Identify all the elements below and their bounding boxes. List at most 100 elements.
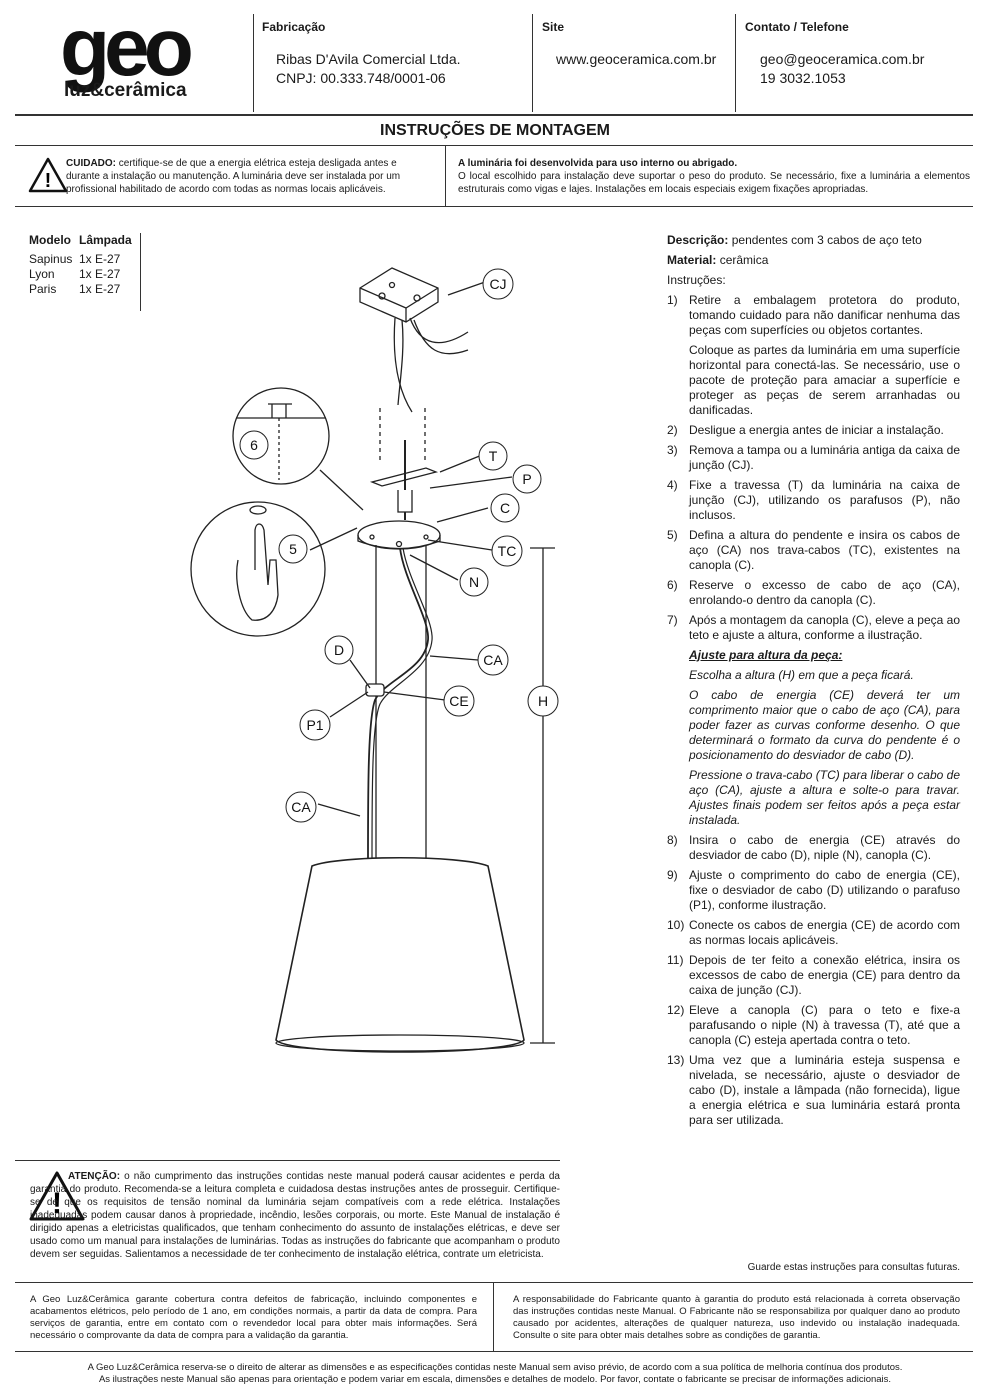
list-item: 9) Ajuste o comprimento do cabo de energi… — [667, 868, 960, 913]
list-item: 2) Desligue a energia antes de iniciar a … — [667, 423, 960, 438]
step-text: Conecte os cabos de energia (CE) de acor… — [689, 918, 960, 947]
lamp-column-header: Lâmpada — [79, 233, 132, 247]
label-d: D — [334, 642, 344, 658]
step-text: Uma vez que a luminária esteja suspensa … — [689, 1053, 960, 1127]
lamp-spec: 1x E-27 — [79, 282, 121, 296]
model-name: Sapinus — [29, 252, 73, 266]
label-t: T — [489, 448, 498, 464]
material-line: Material: cerâmica — [667, 253, 960, 268]
step-text: Ajuste o comprimento do cabo de energia … — [689, 868, 960, 912]
warning-body: o não cumprimento das instruções contida… — [30, 1171, 560, 1260]
step-number: 1) — [667, 293, 678, 307]
svg-text:!: ! — [52, 1187, 62, 1220]
step-number: 8) — [667, 833, 678, 847]
warranty-right: A responsabilidade do Fabricante quanto … — [513, 1294, 960, 1341]
step-number: 5) — [667, 528, 678, 542]
list-item: 3) Remova a tampa ou a luminária antiga d… — [667, 443, 960, 473]
label-ce: CE — [449, 693, 468, 709]
caution-text: CUIDADO: certifique-se de que a energia … — [66, 157, 420, 196]
label-ca: CA — [483, 652, 503, 668]
list-item: 6)Reserve o excesso de cabo de aço (CA),… — [667, 578, 960, 608]
step-number: 10) — [667, 918, 685, 932]
table-row: Sapinus 1x E-27 — [29, 252, 141, 267]
lamp-spec: 1x E-27 — [79, 267, 121, 281]
caution-lead: CUIDADO: — [66, 158, 116, 169]
step-text: Defina a altura do pendente e insira os … — [689, 528, 960, 572]
warning-text: ATENÇÃO: o não cumprimento das instruçõe… — [30, 1170, 560, 1261]
step-text: Eleve a canopla (C) para o teto e fixe-a… — [689, 1003, 960, 1047]
caution-icon: ! — [28, 157, 68, 193]
label-detail-6: 6 — [250, 437, 258, 453]
list-item: 12) Eleve a canopla (C) para o teto e fix… — [667, 1003, 960, 1048]
instructions-label: Instruções: — [667, 273, 726, 287]
instructions-column: Descrição: pendentes com 3 cabos de aço … — [667, 233, 960, 1133]
label-p: P — [522, 471, 531, 487]
model-column-header: Modelo — [29, 233, 71, 247]
usage-lead: A luminária foi desenvolvida para uso in… — [458, 158, 738, 169]
list-item: 7)Após a montagem da canopla (C), eleve … — [667, 613, 960, 643]
material-value: cerâmica — [719, 253, 769, 267]
site-link[interactable]: www.geoceramica.com.br — [556, 51, 717, 67]
contact-phone: 19 3032.1053 — [760, 70, 846, 86]
label-h: H — [538, 693, 548, 709]
height-adjust-title: Ajuste para altura da peça: — [689, 648, 843, 662]
label-cj: CJ — [489, 276, 506, 292]
label-c: C — [500, 500, 510, 516]
brand-logo: geo luz&cerâmica — [60, 7, 230, 108]
label-ca-lower: CA — [291, 799, 311, 815]
description-value: pendentes com 3 cabos de aço teto — [731, 233, 922, 247]
step-number: 7) — [667, 613, 678, 627]
caution-body: certifique-se de que a energia elétrica … — [66, 158, 401, 195]
list-item: Coloque as partes da luminária em uma su… — [689, 343, 960, 417]
site-label: Site — [542, 20, 565, 34]
step-text: Remova a tampa ou a luminária antiga da … — [689, 443, 960, 472]
step-number: 3) — [667, 443, 678, 457]
step-number: 4) — [667, 478, 678, 492]
lamp-spec: 1x E-27 — [79, 252, 121, 266]
description-line: Descrição: pendentes com 3 cabos de aço … — [667, 233, 960, 248]
label-p1: P1 — [306, 717, 323, 733]
model-name: Paris — [29, 282, 57, 296]
keep-note: Guarde estas instruções para consultas f… — [747, 1262, 960, 1273]
list-item: 1) Retire a embalagem protetora do produt… — [667, 293, 960, 338]
step-text: Reserve o excesso de cabo de aço (CA), e… — [689, 578, 960, 607]
step-number: 11) — [667, 953, 684, 967]
list-item: 5) Defina a altura do pendente e insira o… — [667, 528, 960, 573]
height-adjust-p1: Escolha a altura (H) em que a peça ficar… — [689, 668, 914, 682]
step-number: 9) — [667, 868, 678, 882]
step-text: Insira o cabo de energia (CE) através do… — [689, 833, 960, 862]
fabrication-cnpj: CNPJ: 00.333.748/0001-06 — [276, 70, 446, 86]
table-row: Lyon 1x E-27 — [29, 267, 141, 282]
list-item: 8) Insira o cabo de energia (CE) através … — [667, 833, 960, 863]
table-row: Paris 1x E-27 — [29, 282, 141, 297]
step-number: 12) — [667, 1003, 685, 1017]
step-text: Retire a embalagem protetora do produto,… — [689, 293, 960, 337]
step-text: Fixe a travessa (T) da luminária na caix… — [689, 478, 960, 522]
warranty-left: A Geo Luz&Cerâmica garante cobertura con… — [30, 1294, 477, 1341]
step-number: 2) — [667, 423, 678, 437]
step-text: Desligue a energia antes de iniciar a in… — [689, 423, 944, 437]
model-table: Modelo Lâmpada Sapinus 1x E-27 Lyon 1x E-2… — [29, 233, 141, 297]
contact-label: Contato / Telefone — [745, 20, 849, 34]
label-n: N — [469, 574, 479, 590]
fabrication-label: Fabricação — [262, 20, 326, 34]
description-label: Descrição: — [667, 233, 729, 247]
material-label: Material: — [667, 253, 717, 267]
list-item: 13) Uma vez que a luminária esteja suspen… — [667, 1053, 960, 1128]
page-title: INSTRUÇÕES DE MONTAGEM — [380, 122, 610, 139]
warning-icon: ! — [28, 1170, 86, 1222]
height-adjust-p3: Pressione o trava-cabo (TC) para liberar… — [689, 768, 960, 827]
list-item: 10) Conecte os cabos de energia (CE) de a… — [667, 918, 960, 948]
list-item: 11)Depois de ter feito a conexão elétric… — [667, 953, 960, 998]
height-adjust-p2: O cabo de energia (CE) deverá ter um com… — [689, 688, 960, 762]
step-number: 13) — [667, 1053, 685, 1067]
logo-subtitle: luz&cerâmica — [64, 80, 187, 101]
footer-note-2: As ilustrações neste Manual são apenas p… — [98, 1374, 892, 1385]
footer-note-1: A Geo Luz&Cerâmica reserva-se o direito … — [87, 1362, 903, 1373]
model-name: Lyon — [29, 267, 55, 281]
list-item: 4) Fixe a travessa (T) da luminária na ca… — [667, 478, 960, 523]
label-tc: TC — [498, 543, 517, 559]
usage-body: O local escolhido para instalação deve s… — [458, 171, 970, 195]
assembly-diagram: CJ T P C TC N CA CE H D P1 CA 6 5 — [190, 267, 559, 1053]
contact-email[interactable]: geo@geoceramica.com.br — [760, 51, 925, 67]
